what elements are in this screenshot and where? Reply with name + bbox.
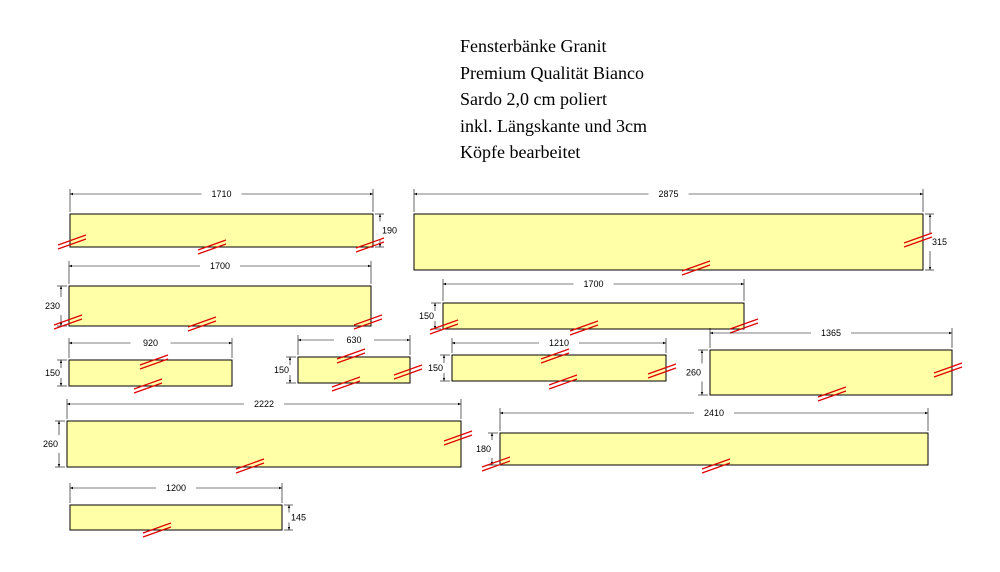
depth-label: 150 [45, 368, 60, 378]
edge-mark [933, 362, 963, 378]
sill-piece: 920 150 [45, 338, 233, 394]
depth-label: 190 [382, 226, 397, 236]
sill-slab [68, 359, 233, 387]
edge-mark [393, 364, 423, 380]
length-label: 1710 [211, 189, 231, 199]
length-label: 1700 [583, 279, 603, 289]
sill-slab [69, 504, 283, 531]
length-label: 1210 [549, 338, 569, 348]
depth-label: 315 [932, 237, 947, 247]
sill-slab [709, 349, 953, 396]
edge-mark [336, 348, 366, 364]
edge-mark [197, 239, 227, 255]
edge-mark [540, 348, 570, 364]
sill-piece: 1365 260 [686, 328, 963, 402]
edge-mark [429, 319, 459, 335]
sill-piece: 1710 190 [57, 189, 397, 255]
title-line-2: Premium Qualität Bianco [460, 62, 644, 83]
length-label: 1200 [166, 483, 186, 493]
sill-slab [66, 420, 462, 468]
depth-label: 150 [428, 363, 443, 373]
edge-mark [817, 386, 847, 402]
sill-slab [68, 285, 372, 327]
length-label: 2222 [254, 399, 274, 409]
edge-mark [548, 374, 578, 390]
length-label: 920 [143, 338, 158, 348]
edge-mark [139, 354, 169, 370]
edge-mark [57, 234, 87, 250]
edge-mark [331, 376, 361, 392]
sill-piece: 630 150 [274, 335, 423, 392]
edge-mark [142, 522, 172, 538]
edge-mark [647, 363, 677, 379]
sill-slab [442, 302, 745, 330]
length-label: 1700 [210, 261, 230, 271]
depth-label: 150 [274, 365, 289, 375]
sill-piece: 2410 180 [476, 408, 929, 474]
edge-mark [133, 378, 163, 394]
sill-piece: 1210 150 [428, 338, 677, 390]
title-line-4: inkl. Längskante und 3cm [460, 115, 647, 136]
edge-mark [903, 232, 933, 248]
title-line-5: Köpfe bearbeitet [460, 142, 581, 162]
edge-mark [481, 456, 511, 472]
title-block: Fensterbänke Granit Premium Qualität Bia… [460, 33, 780, 166]
sill-piece: 1200 145 [69, 483, 306, 538]
sill-piece: 2875 315 [413, 189, 947, 276]
edge-mark [569, 320, 599, 336]
sill-piece: 1700 150 [419, 279, 759, 336]
length-label: 630 [346, 335, 361, 345]
edge-mark [701, 458, 731, 474]
length-label: 2410 [704, 408, 724, 418]
sill-piece: 1700 230 [45, 261, 383, 332]
pieces-layer: 1710 190 2875 315 1700 230 1700 150 920 150 630 150… [43, 189, 963, 538]
sill-slab [499, 432, 929, 466]
depth-label: 180 [476, 444, 491, 454]
edge-mark [729, 318, 759, 334]
depth-label: 150 [419, 311, 434, 321]
length-label: 2875 [658, 189, 678, 199]
edge-mark [353, 314, 383, 330]
title-line-3: Sardo 2,0 cm poliert [460, 89, 607, 109]
edge-mark [187, 316, 217, 332]
title-line-1: Fensterbänke Granit [460, 36, 607, 56]
length-label: 1365 [821, 328, 841, 338]
edge-mark [235, 458, 265, 474]
depth-label: 230 [45, 301, 60, 311]
depth-label: 145 [291, 513, 306, 523]
edge-mark [53, 314, 83, 330]
sill-piece: 2222 260 [43, 399, 473, 474]
edge-mark [355, 237, 385, 253]
sill-slab [413, 213, 924, 271]
depth-label: 260 [43, 439, 58, 449]
edge-mark [443, 430, 473, 446]
edge-mark [681, 260, 711, 276]
depth-label: 260 [686, 368, 701, 378]
sill-slab [451, 354, 667, 382]
